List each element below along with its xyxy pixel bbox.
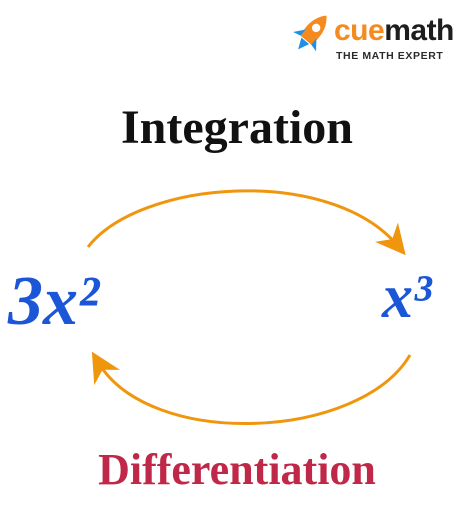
rocket-icon [293,15,327,52]
logo-wordmark-text: cuemath [334,14,454,47]
logo-wordmark: cuemath [334,14,454,48]
logo-wordmark-math: math [384,14,454,47]
cuemath-logo: cuemath THE MATH EXPERT [288,8,468,68]
right-term: x³ [382,263,432,331]
left-term: 3x² [8,263,99,340]
logo-wordmark-cue: cue [334,14,385,47]
differentiation-label: Differentiation [98,445,376,494]
integration-arrow [86,189,406,256]
integration-label: Integration [121,101,353,154]
differentiation-arrow [91,351,412,426]
logo-tagline: THE MATH EXPERT [336,50,444,62]
